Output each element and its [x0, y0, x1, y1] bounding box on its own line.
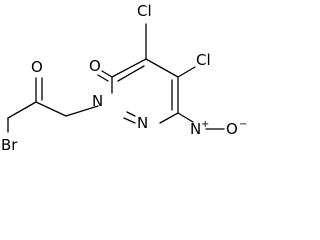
atom-nitro-n-charge: +	[201, 119, 209, 130]
atom-nitro-o: O	[226, 120, 238, 138]
atom-cl-top: Cl	[137, 2, 152, 20]
atom-n-ring-1: N	[92, 92, 103, 110]
bond-c4-c5-single	[145, 58, 179, 78]
atom-br: Br	[1, 136, 18, 154]
bond-c3-c4-double-a	[111, 58, 147, 78]
bond-c6-no2	[177, 112, 194, 123]
bond-c3-o-double-a	[101, 70, 113, 78]
bond-lines	[7, 23, 196, 133]
atom-o-ketone: O	[31, 58, 43, 76]
bond-ch2-co	[35, 101, 67, 117]
atom-n-ring-2: N	[137, 114, 148, 132]
bond-c6-n1-single	[159, 112, 179, 124]
bond-c3-o-double-b	[97, 74, 109, 82]
molecule-structure: Cl Cl O O N N Br N + O −	[1, 2, 247, 154]
atom-nitro-n: N	[190, 120, 201, 138]
atom-o-ring-carbonyl: O	[89, 57, 101, 75]
atom-labels: Cl Cl O O N N Br N + O −	[1, 2, 247, 154]
bond-co-ch2br	[7, 101, 37, 119]
atom-nitro-o-charge: −	[239, 119, 247, 130]
bond-n1-n2-double-a	[123, 117, 136, 124]
bond-c3-c4-double-b	[117, 65, 145, 82]
atom-cl-right: Cl	[196, 51, 211, 69]
bond-c5-cl	[177, 66, 196, 78]
bond-n2-ch2	[65, 105, 99, 117]
bond-n1-n2-double-b	[126, 111, 136, 117]
